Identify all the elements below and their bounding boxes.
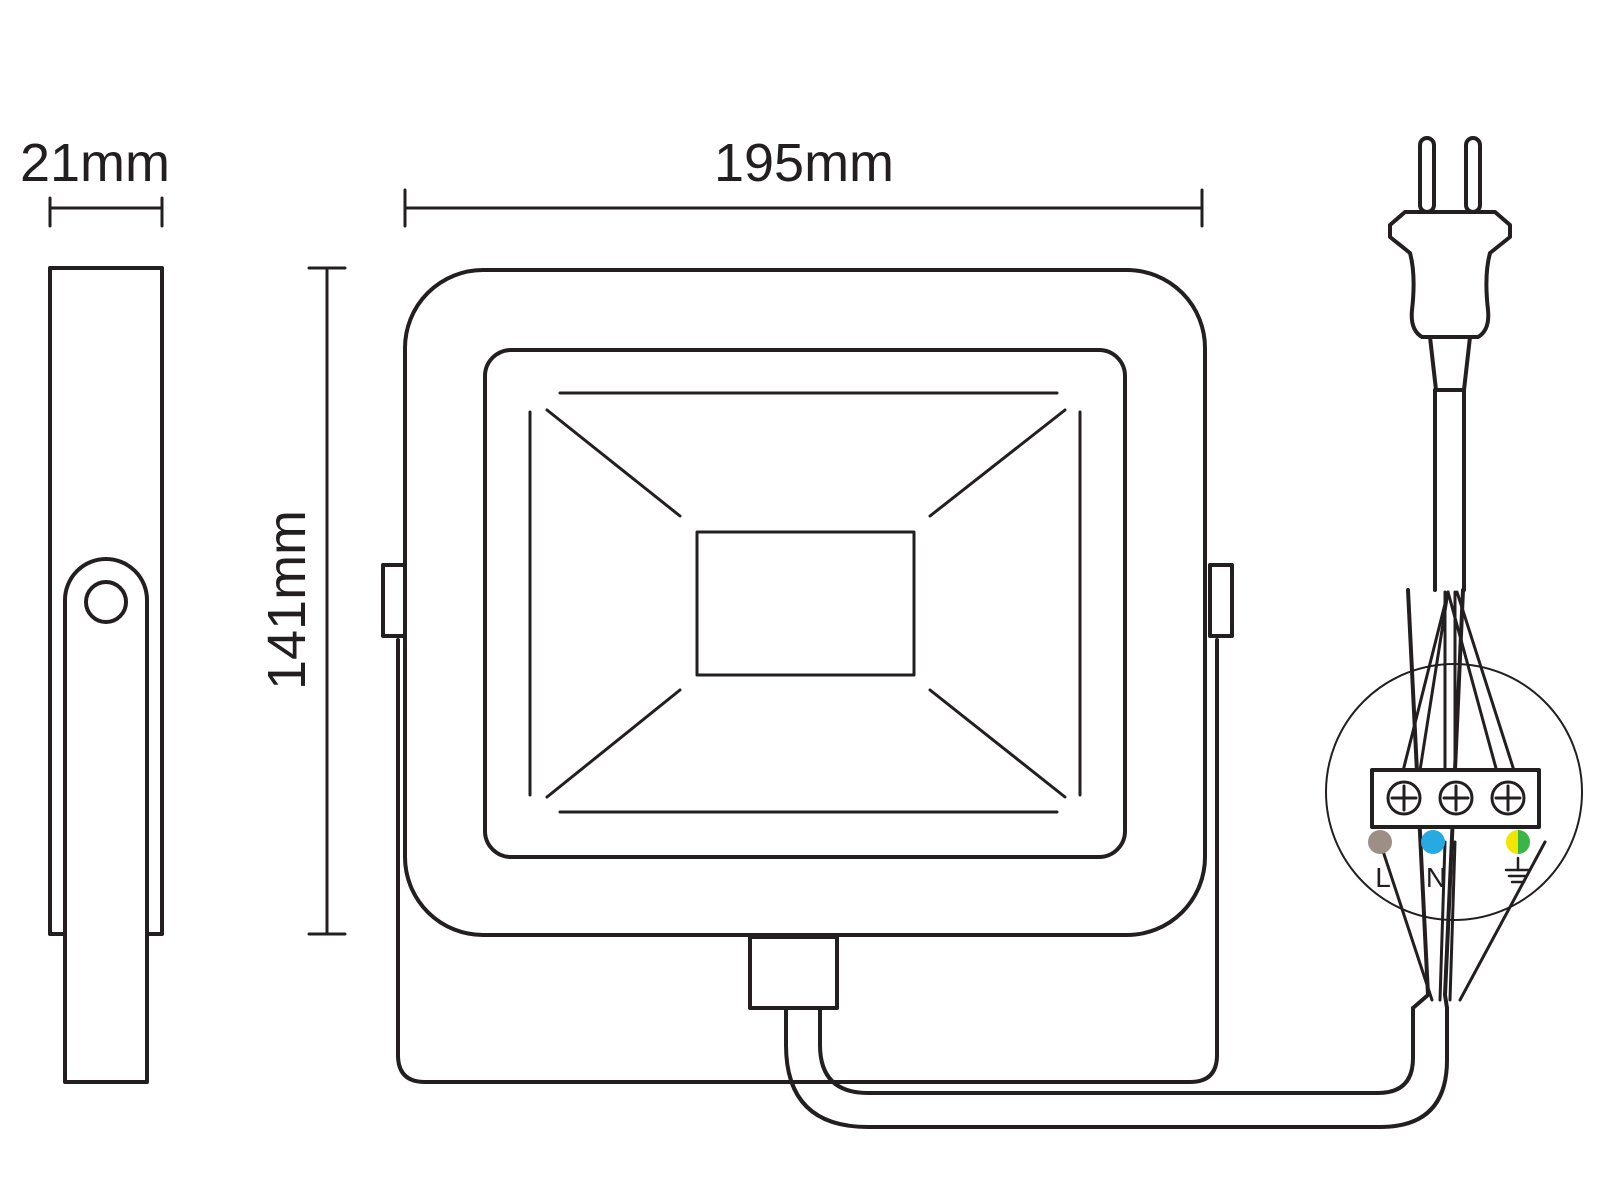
- plug-pin-left: [1418, 136, 1436, 214]
- terminal-screw-neutral: [1438, 780, 1474, 816]
- side-view: [48, 266, 164, 1084]
- live-wire-color-dot: [1368, 830, 1392, 854]
- wire-fans: [1378, 590, 1547, 1002]
- reflector: [528, 391, 1082, 814]
- plug: [1388, 136, 1512, 392]
- neutral-wire-color-dot: [1421, 830, 1445, 854]
- bracket-knob-right: [1208, 563, 1234, 638]
- led-chip: [695, 530, 916, 677]
- earth-ground-icon: [1504, 856, 1532, 884]
- height-dimension-label: 141mm: [257, 510, 317, 690]
- terminal-block: [1370, 768, 1541, 829]
- wiring-detail-circle: [1325, 663, 1583, 921]
- plug-body: [1388, 210, 1512, 339]
- glass-panel: [483, 348, 1127, 859]
- plug-pin-right: [1464, 136, 1482, 214]
- width-dimension-line: [403, 188, 1204, 228]
- height-dimension-line: [307, 266, 347, 936]
- depth-dimension-label: 21mm: [20, 133, 170, 193]
- housing-frame: [403, 268, 1207, 937]
- terminal-screw-live: [1386, 780, 1422, 816]
- live-wire-label: L: [1375, 862, 1391, 893]
- side-bracket: [63, 557, 149, 1084]
- depth-dimension-line: [48, 196, 164, 228]
- plug-strain-relief: [1428, 335, 1472, 392]
- front-view: [381, 268, 1234, 1084]
- mounting-bracket: [396, 638, 1219, 1084]
- terminal-screw-earth: [1490, 780, 1526, 816]
- bracket-knob-left: [381, 563, 407, 638]
- cable-gland: [748, 935, 839, 1010]
- earth-wire-color-dot: [1506, 830, 1530, 854]
- bracket-pivot-screw: [84, 580, 128, 624]
- neutral-wire-label: N: [1426, 862, 1446, 893]
- width-dimension-label: 195mm: [714, 133, 894, 193]
